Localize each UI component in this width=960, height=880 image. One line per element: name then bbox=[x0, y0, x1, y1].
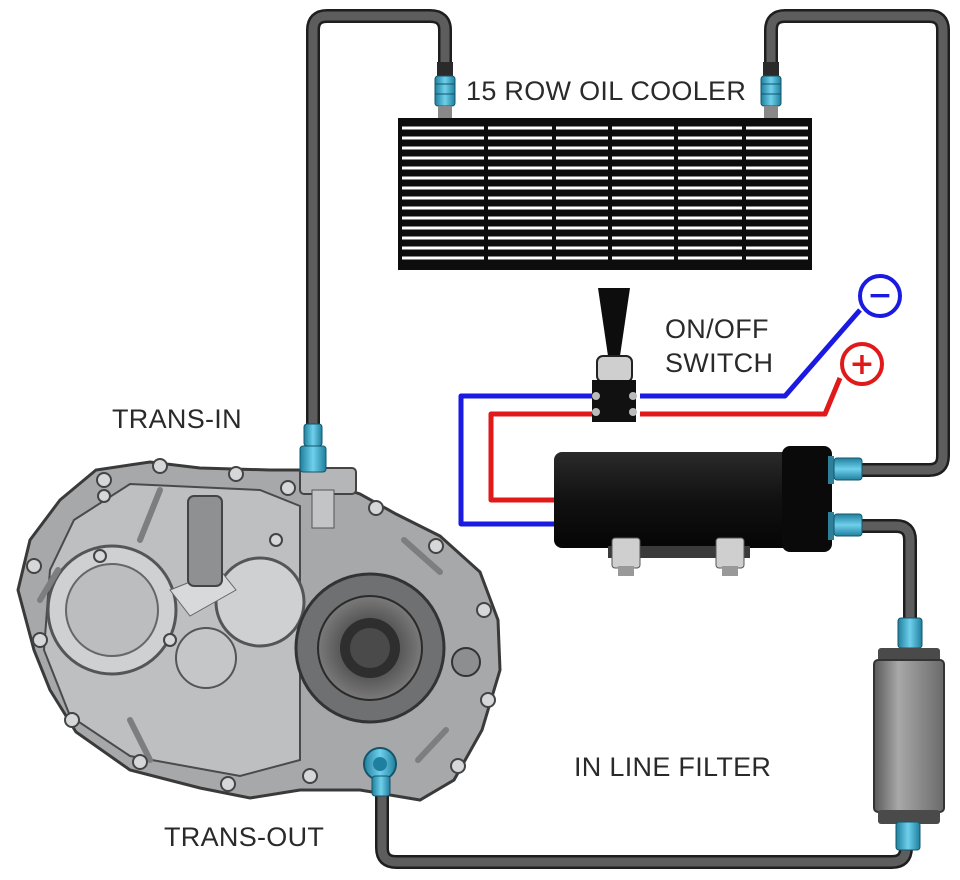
oil-cooler-label: 15 ROW OIL COOLER bbox=[466, 76, 747, 106]
positive-wire bbox=[488, 377, 843, 503]
trans-in-label: TRANS-IN bbox=[112, 404, 242, 434]
cooler-outlet-fitting bbox=[760, 62, 782, 118]
in-line-filter bbox=[873, 617, 945, 851]
on-off-switch bbox=[592, 288, 637, 422]
trans-out-fitting bbox=[363, 747, 397, 797]
wiring bbox=[458, 308, 862, 527]
switch-label-line1: ON/OFF bbox=[665, 314, 769, 344]
oil-cooler bbox=[398, 118, 812, 270]
negative-terminal-symbol: − bbox=[867, 278, 892, 313]
transmission-case bbox=[16, 458, 502, 802]
pump-inlet-fitting bbox=[833, 457, 863, 481]
switch-label: ON/OFF SWITCH bbox=[665, 312, 773, 380]
negative-wire bbox=[458, 308, 862, 527]
trans-in-fitting bbox=[299, 423, 327, 473]
negative-terminal-icon: − bbox=[858, 274, 902, 318]
pump-outlet-fitting bbox=[833, 513, 863, 537]
hose-lines bbox=[306, 9, 950, 869]
cooler-fins bbox=[402, 126, 808, 260]
cooler-inlet-fitting bbox=[434, 62, 456, 118]
positive-terminal-symbol: + bbox=[849, 347, 874, 382]
trans-out-label: TRANS-OUT bbox=[164, 822, 325, 852]
positive-terminal-icon: + bbox=[840, 342, 884, 386]
electric-pump bbox=[554, 446, 834, 576]
in-line-filter-label: IN LINE FILTER bbox=[574, 752, 772, 782]
switch-label-line2: SWITCH bbox=[665, 348, 774, 378]
